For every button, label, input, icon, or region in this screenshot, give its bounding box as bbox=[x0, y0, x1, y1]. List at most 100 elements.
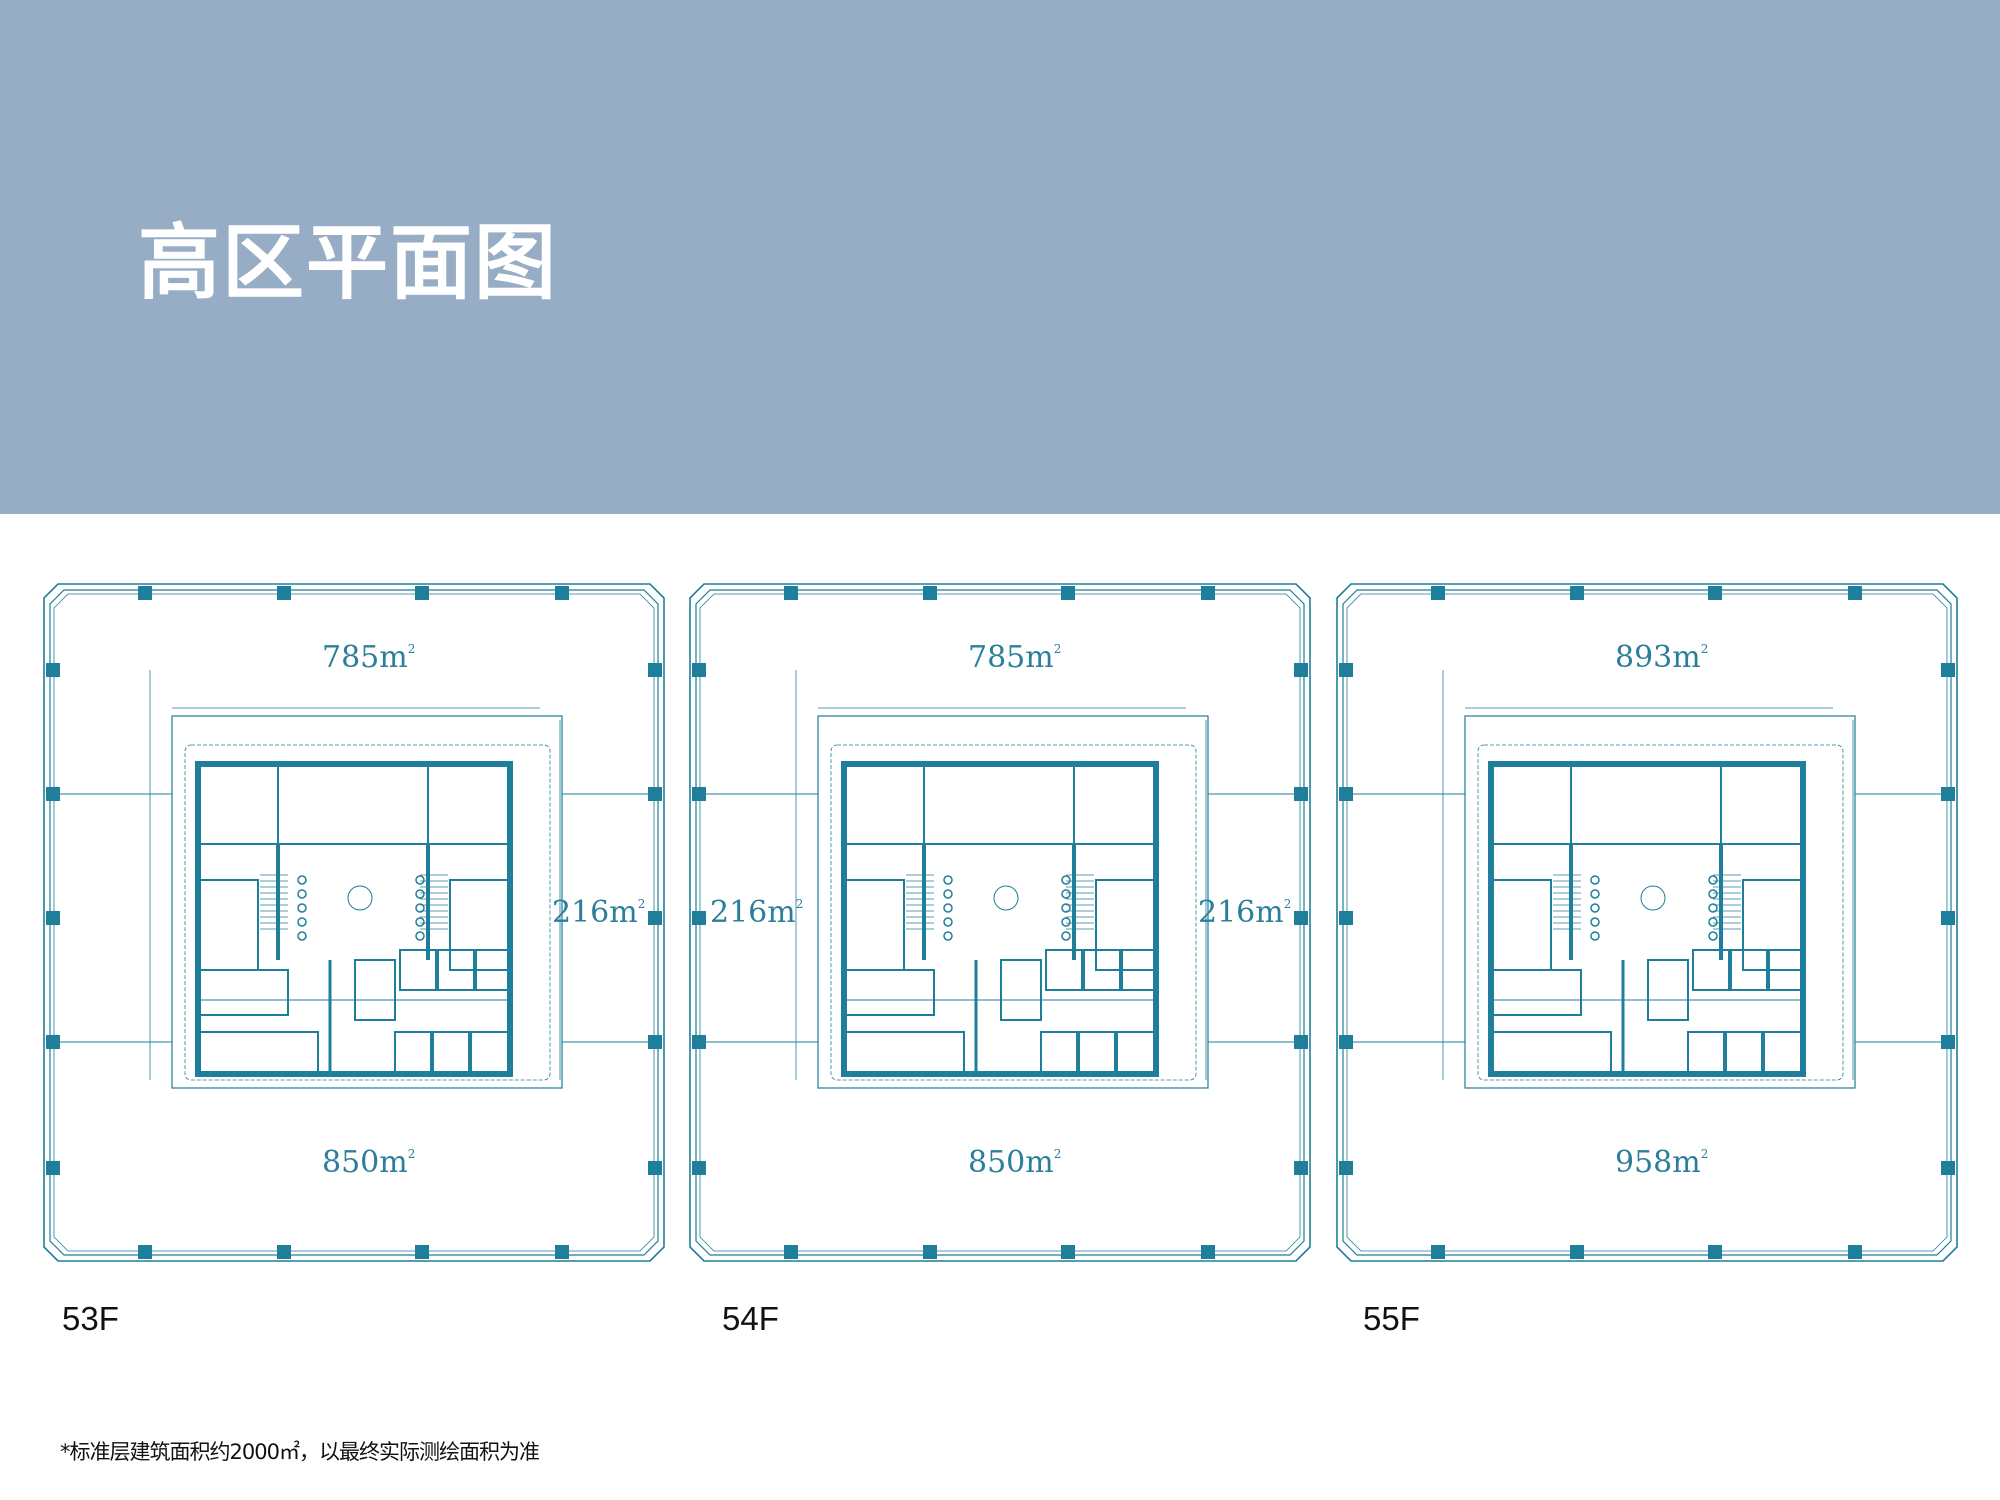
toilet-fixture bbox=[1708, 889, 1718, 899]
column bbox=[923, 586, 937, 600]
room bbox=[1720, 763, 1804, 845]
room bbox=[277, 763, 429, 845]
column bbox=[1708, 586, 1722, 600]
column bbox=[923, 1245, 937, 1259]
toilet-fixture bbox=[1590, 917, 1600, 927]
column bbox=[277, 1245, 291, 1259]
outer-wall bbox=[689, 583, 1311, 1262]
floor-label-53f: 53F bbox=[62, 1300, 119, 1337]
room bbox=[1647, 959, 1689, 1021]
area-unit: m bbox=[1672, 640, 1701, 675]
room bbox=[399, 949, 437, 991]
column bbox=[648, 1035, 662, 1049]
column bbox=[1941, 787, 1955, 801]
toilet-fixture bbox=[1061, 903, 1071, 913]
column bbox=[1294, 1035, 1308, 1049]
area-unit: m bbox=[1025, 640, 1054, 675]
column bbox=[138, 1245, 152, 1259]
room bbox=[1742, 879, 1804, 971]
column bbox=[1201, 1245, 1215, 1259]
area-label-top: 893m2 bbox=[1615, 640, 1708, 675]
column bbox=[1431, 586, 1445, 600]
toilet-fixture bbox=[1590, 931, 1600, 941]
area-unit: m bbox=[1025, 1145, 1054, 1180]
column bbox=[138, 586, 152, 600]
area-label-top: 785m2 bbox=[322, 640, 415, 675]
area-unit: m bbox=[379, 640, 408, 675]
column bbox=[1941, 663, 1955, 677]
room bbox=[1730, 949, 1768, 991]
toilet-fixture bbox=[1061, 917, 1071, 927]
floor-label-55f: 55F bbox=[1363, 1300, 1420, 1337]
corridor-line bbox=[830, 744, 1197, 1081]
column-round bbox=[993, 885, 1019, 911]
toilet-fixture bbox=[1708, 903, 1718, 913]
room bbox=[843, 1031, 965, 1075]
room bbox=[1000, 959, 1042, 1021]
outer-wall bbox=[1336, 583, 1958, 1262]
area-value: 216 bbox=[552, 895, 610, 930]
column bbox=[415, 1245, 429, 1259]
room bbox=[1116, 1031, 1157, 1075]
room bbox=[475, 949, 511, 991]
toilet-fixture bbox=[297, 889, 307, 899]
column bbox=[1294, 663, 1308, 677]
toilet-fixture bbox=[1061, 889, 1071, 899]
column bbox=[1570, 586, 1584, 600]
room bbox=[437, 949, 475, 991]
area-value: 958 bbox=[1615, 1145, 1673, 1180]
column bbox=[692, 787, 706, 801]
toilet-fixture bbox=[415, 903, 425, 913]
toilet-fixture bbox=[1708, 917, 1718, 927]
toilet-fixture bbox=[1590, 875, 1600, 885]
column bbox=[1339, 1161, 1353, 1175]
room bbox=[1768, 949, 1804, 991]
area-unit-sup: 2 bbox=[1700, 642, 1709, 656]
column bbox=[1848, 1245, 1862, 1259]
column bbox=[1339, 787, 1353, 801]
area-label-bottom: 850m2 bbox=[322, 1145, 415, 1180]
area-label-bottom: 958m2 bbox=[1615, 1145, 1708, 1180]
room bbox=[1078, 1031, 1116, 1075]
room bbox=[1490, 969, 1582, 1016]
room bbox=[1725, 1031, 1763, 1075]
floor-plan-53f: 785m2 216m2 850m2 bbox=[40, 580, 668, 1265]
area-unit: m bbox=[379, 1145, 408, 1180]
floor-plan-drawing bbox=[689, 583, 1311, 1262]
floor-label-54f: 54F bbox=[722, 1300, 779, 1337]
column bbox=[692, 1161, 706, 1175]
area-unit: m bbox=[609, 895, 638, 930]
room bbox=[427, 763, 511, 845]
column bbox=[46, 1035, 60, 1049]
column bbox=[1061, 586, 1075, 600]
outer-wall bbox=[53, 593, 655, 1252]
room bbox=[843, 969, 935, 1016]
room bbox=[1045, 949, 1083, 991]
area-unit: m bbox=[1672, 1145, 1701, 1180]
toilet-fixture bbox=[297, 917, 307, 927]
column bbox=[46, 787, 60, 801]
toilet-fixture bbox=[943, 875, 953, 885]
toilet-fixture bbox=[943, 917, 953, 927]
room bbox=[197, 879, 259, 971]
column bbox=[1294, 1161, 1308, 1175]
area-value: 785 bbox=[968, 640, 1026, 675]
toilet-fixture bbox=[1708, 931, 1718, 941]
area-label-right: 216m2 bbox=[552, 895, 645, 930]
floor-plan-54f: 785m2 216m2 216m2 850m2 bbox=[686, 580, 1314, 1265]
room bbox=[197, 969, 289, 1016]
column bbox=[692, 663, 706, 677]
column bbox=[1848, 586, 1862, 600]
room bbox=[923, 763, 1075, 845]
outer-wall bbox=[49, 589, 659, 1256]
column bbox=[277, 586, 291, 600]
header-band: 高区平面图 bbox=[0, 0, 2000, 514]
room bbox=[1570, 763, 1722, 845]
toilet-fixture bbox=[1590, 889, 1600, 899]
area-unit-sup: 2 bbox=[795, 897, 804, 911]
toilet-fixture bbox=[943, 889, 953, 899]
toilet-fixture bbox=[415, 931, 425, 941]
toilet-fixture bbox=[1061, 875, 1071, 885]
area-value: 850 bbox=[968, 1145, 1026, 1180]
room bbox=[1095, 879, 1157, 971]
